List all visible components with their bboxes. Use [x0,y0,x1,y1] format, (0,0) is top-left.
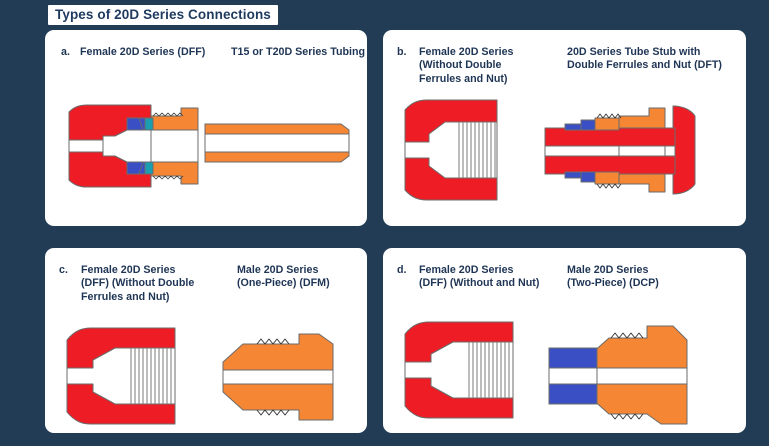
panel-d-label-2: Male 20D Series (Two-Piece) (DCP) [567,264,659,290]
panel-a-letter: a. [61,46,70,58]
panel-c-letter: c. [59,264,68,276]
dfm-bore [222,369,334,385]
figure-male-one-piece-dfm [221,326,351,426]
dfm-body-upper [222,333,334,371]
tube-bore [204,133,350,153]
panel-card-a: a. Female 20D Series (DFF) T15 or T20D S… [45,30,367,226]
dcp-bore [590,367,688,385]
panel-card-b: b. Female 20D Series (Without Double Fer… [383,30,746,226]
dfm-thread-upper [256,338,290,345]
teal-accent-upper [144,117,154,131]
dcp-body-lower [590,383,688,425]
panel-b-label-1: Female 20D Series (Without Double Ferrul… [419,46,514,85]
panel-d-letter: d. [397,264,407,276]
thread-hatch-upper [152,112,184,117]
internal-thread-lines-c [130,348,172,404]
figure-female-body-without-ferrules [401,98,513,202]
internal-thread-lines-d [468,342,510,398]
bore-profile-d [404,341,514,399]
dfm-thread-lower [256,409,290,416]
dft-thread-upper [596,113,622,119]
tube-wall-lower [204,151,350,163]
stub-body-upper [544,127,676,147]
page-title-band: Types of 20D Series Connections [48,5,278,25]
dcp-body-upper [590,325,688,369]
figure-tube-stub-dft [523,102,723,198]
dcp-blue-sleeve-lower [548,383,598,405]
panel-card-d: d. Female 20D Series (DFF) (Without and … [383,248,746,433]
bore-profile-c [66,347,176,405]
panel-a-label-2: T15 or T20D Series Tubing [231,46,366,58]
panel-b-letter: b. [397,46,407,58]
dfm-body-lower [222,383,334,421]
thread-hatch-lower [152,175,184,180]
panel-c-label-2: Male 20D Series (One-Piece) (DFM) [237,264,330,290]
panel-card-c: c. Female 20D Series (DFF) (Without Doub… [45,248,367,433]
figure-t15-t20d-tubing [204,118,357,178]
dcp-thread-upper [610,332,644,339]
teal-accent-lower [144,161,154,175]
dcp-sleeve-bore [548,367,598,385]
stub-hex-head [672,105,696,195]
panel-a-label-1: Female 20D Series (DFF) [80,46,206,58]
internal-thread-lines [458,122,496,178]
figure-female-dff-without-ferrules [63,326,187,426]
tube-wall-upper [204,123,350,135]
page-title: Types of 20D Series Connections [55,7,271,22]
dcp-blue-sleeve-upper [548,347,598,369]
dft-thread-lower [596,183,622,189]
panel-b-label-2: 20D Series Tube Stub with Double Ferrule… [567,46,722,72]
dcp-thread-lower [610,413,644,420]
panel-d-label-1: Female 20D Series (DFF) (Without and Nut… [419,264,540,290]
figure-female-dff-without-and-nut [401,320,525,420]
bore-profile [404,121,498,179]
figure-female-20d-series-dff-assembly [65,96,225,206]
panel-c-label-1: Female 20D Series (DFF) (Without Double … [81,264,195,303]
figure-male-two-piece-dcp [535,320,715,425]
stub-body-lower [544,155,676,175]
